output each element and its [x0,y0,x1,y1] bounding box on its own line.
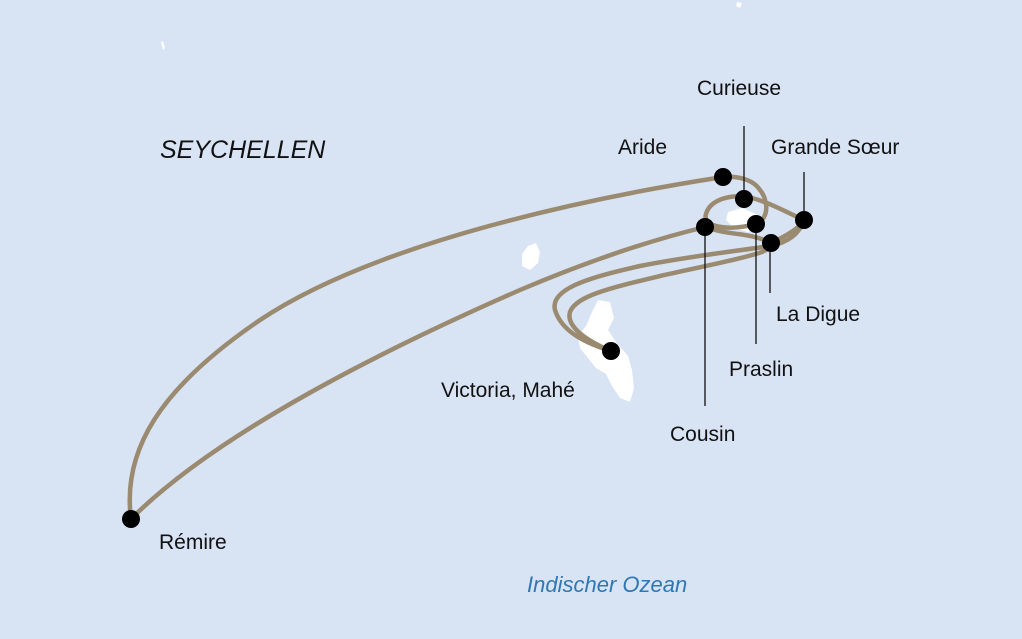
marker-praslin[interactable] [747,215,765,233]
marker-victoria[interactable] [602,342,620,360]
label-victoria: Victoria, Mahé [441,379,575,402]
marker-curieuse[interactable] [735,190,753,208]
region-label: SEYCHELLEN [160,136,326,164]
label-grande-soeur: Grande Sœur [771,136,899,159]
label-remire: Rémire [159,531,227,554]
islet-west [161,41,165,50]
marker-remire[interactable] [122,510,140,528]
route-remire-north [127,174,726,522]
label-curieuse: Curieuse [697,77,781,100]
labels: SEYCHELLEN Curieuse Aride Grande Sœur La… [159,77,899,597]
silhouette-island [522,243,540,270]
marker-cousin[interactable] [696,218,714,236]
sea-label: Indischer Ozean [527,572,687,597]
islet-north [736,2,742,8]
route-remire-south [128,224,708,522]
label-praslin: Praslin [729,358,793,381]
port-markers [122,168,813,528]
marker-grande-soeur[interactable] [795,211,813,229]
label-aride: Aride [618,136,667,159]
marker-la-digue[interactable] [762,234,780,252]
marker-aride[interactable] [714,168,732,186]
label-la-digue: La Digue [776,303,860,326]
label-cousin: Cousin [670,423,735,446]
